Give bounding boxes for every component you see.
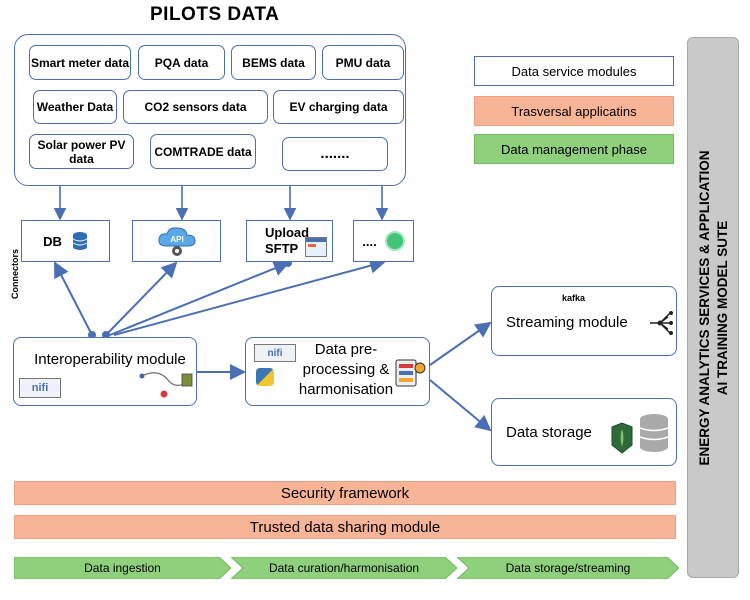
legend-data-management: Data management phase [474,134,674,164]
energy-analytics-side-bar: ENERGY ANALYTICS SERVICES & APPLICATION … [687,37,739,578]
stream-network-icon [650,311,673,335]
pilot-ev-charging: EV charging data [273,90,404,124]
pilot-bems: BEMS data [231,45,316,80]
pilot-solar: Solar power PV data [29,134,134,169]
python-icon [256,368,274,386]
database-storage-icon [611,414,669,454]
pilot-pmu: PMU data [322,45,404,80]
kafka-logo: kafka [562,293,586,303]
phase-ingestion-label: Data ingestion [84,561,161,575]
connector-api: API [132,220,221,262]
phase-ingestion-shape [14,557,231,579]
data-storage-module: Data storage [491,398,677,466]
nifi-logo: nifi [19,378,61,398]
phase-curation-shape [231,557,457,579]
side-line-1: ENERGY ANALYTICS SERVICES & APPLICATION [697,150,712,466]
pilot-weather: Weather Data [33,90,117,124]
network-plug-icon [139,372,193,398]
connectors-label: Connectors [10,248,20,299]
arrow-preprocessing-storage [429,379,492,432]
legend-data-service: Data service modules [474,56,674,86]
phase-ingestion: Data ingestion [14,557,231,579]
phase-storage-streaming-label: Data storage/streaming [505,561,631,575]
interoperability-module: Interoperability module nifi [13,337,197,406]
arrow-interop-more [113,257,386,336]
server-gear-icon [395,359,426,387]
legend-transversal: Trasversal applicatins [474,96,674,126]
upload-label: Upload SFTP [265,225,310,256]
connector-upload: Upload SFTP [246,220,333,262]
nifi-logo-2-text: nifi [267,347,283,359]
more-label: .... [362,233,377,249]
db-label: DB [43,233,62,249]
phase-storage-streaming-shape [457,557,679,579]
database-icon [72,232,88,250]
green-device-icon [384,231,405,251]
pilot-co2: CO2 sensors data [123,90,268,124]
interoperability-label: Interoperability module [34,351,186,368]
api-icon-text: API [170,235,183,244]
arrow-interop-upload [109,260,290,336]
trusted-data-sharing-bar: Trusted data sharing module [14,515,676,539]
phase-storage-streaming: Data storage/streaming [457,557,679,579]
arrow-preprocessing-streaming [429,321,492,366]
pilot-smart-meter: Smart meter data [29,45,131,80]
side-line-2: AI TRAINING MODEL SUTE [715,220,730,396]
pilot-comtrade: COMTRADE data [150,134,256,169]
pilots-data-title: PILOTS DATA [150,4,280,25]
nifi-logo-text: nifi [31,382,49,394]
pilot-pqa: PQA data [138,45,225,80]
streaming-label: Streaming module [506,314,628,331]
pilot-more: ....... [282,137,388,171]
sftp-window-icon [305,237,327,257]
phase-curation-label: Data curation/harmonisation [268,561,420,575]
nifi-logo-2: nifi [254,344,296,362]
phase-curation: Data curation/harmonisation [231,557,457,579]
preprocessing-module: Data pre-processing & harmonisation nifi [245,337,430,406]
side-bar-text: ENERGY ANALYTICS SERVICES & APPLICATION … [696,48,732,568]
storage-label: Data storage [506,424,592,441]
security-framework-bar: Security framework [14,481,676,505]
arrow-interop-api [105,261,178,336]
arrow-interop-db [54,261,93,336]
preprocessing-label: Data pre-processing & harmonisation [298,341,394,398]
streaming-module: kafka Streaming module [491,286,677,356]
connector-more: .... [353,220,414,262]
connector-db: DB [21,220,110,262]
api-cloud-icon: API [157,227,196,256]
